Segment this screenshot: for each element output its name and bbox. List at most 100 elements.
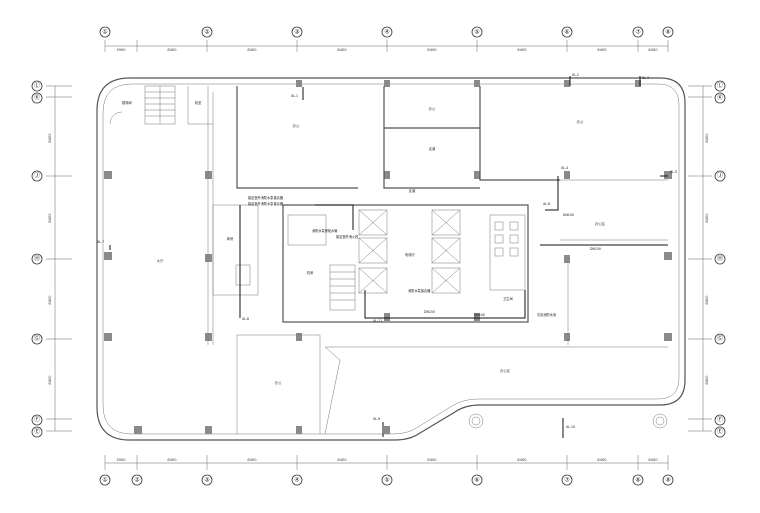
bottom-grid-axis: 3900 8400 8400 8400 8400 8400 8400 8400 … xyxy=(99,455,674,486)
grid-bubble-right-1: Ⓛ xyxy=(714,80,726,92)
grid-bubble-top-7: ⑦ xyxy=(632,26,644,38)
note-2: 接至室外消防水泵接合器 xyxy=(248,201,284,206)
circular-features xyxy=(468,413,668,429)
interior-partitions xyxy=(109,85,668,435)
grid-bubble-bottom-7: ⑦ xyxy=(561,474,573,486)
riser-label-5: XL-5 xyxy=(670,170,677,174)
svg-text:Ⓔ: Ⓔ xyxy=(717,428,723,436)
room-north-office-2: 办公 xyxy=(429,106,436,111)
svg-text:②: ② xyxy=(204,29,210,36)
grid-bubble-right-3: Ⓙ xyxy=(714,170,726,182)
dim-left-2: 8400 xyxy=(48,213,52,223)
riser-label-2: XL-2 xyxy=(572,73,579,77)
svg-text:①: ① xyxy=(102,477,107,484)
svg-text:⑤: ⑤ xyxy=(474,29,479,36)
svg-text:⑥: ⑥ xyxy=(564,29,569,36)
grid-bubble-right-2: Ⓚ xyxy=(714,92,726,104)
grid-bubble-bottom-6: ⑥ xyxy=(471,474,483,486)
grid-bubble-left-2: Ⓚ xyxy=(31,92,43,104)
building-envelope xyxy=(96,77,686,441)
room-north-office-1: 办公 xyxy=(293,123,300,128)
svg-text:②: ② xyxy=(134,477,140,484)
grid-bubble-right-4: Ⓗ xyxy=(714,253,726,265)
room-vestibule: 前室 xyxy=(195,100,202,105)
riser-label-6: XL-6 xyxy=(543,202,550,206)
grid-bubble-top-3: ③ xyxy=(291,26,303,38)
dim-top-2: 8400 xyxy=(167,48,177,52)
room-southwest-office: 办公 xyxy=(275,380,282,385)
room-corridor: 走道 xyxy=(409,188,416,193)
dim-top-6: 8400 xyxy=(517,48,527,52)
structural-columns xyxy=(104,80,672,434)
grid-bubble-bottom-8: ⑧ xyxy=(632,474,644,486)
dim-right-3: 8400 xyxy=(705,295,709,305)
dim-right-4: 8400 xyxy=(705,375,709,385)
dim-bottom-6: 8400 xyxy=(517,458,527,462)
grid-bubble-bottom-4: ④ xyxy=(291,474,303,486)
note-7: 消防水泵接合器 xyxy=(408,288,431,293)
dim-top-7: 8400 xyxy=(597,48,607,52)
grid-bubble-left-6: Ⓕ xyxy=(31,414,43,426)
grid-bubble-right-6: Ⓕ xyxy=(714,414,726,426)
room-labels: 楼梯间 前室 办公 办公 办公 走道 走道 大厅 办公区 电梯厅 机房 办公 办… xyxy=(122,100,606,385)
room-east-office: 办公区 xyxy=(595,221,606,226)
svg-text:⑧: ⑧ xyxy=(665,29,670,36)
note-3: 消防水泵房吸水管 xyxy=(312,228,338,233)
fire-water-pipes xyxy=(109,76,668,438)
dim-bottom-7: 8400 xyxy=(597,458,607,462)
note-4: 接至室外消火栓 xyxy=(336,234,359,239)
grid-bubble-top-2: ② xyxy=(201,26,213,38)
svg-text:④: ④ xyxy=(294,477,299,484)
note-8: 引自消防水池 xyxy=(537,312,557,317)
svg-text:Ⓛ: Ⓛ xyxy=(34,82,40,90)
svg-text:①: ① xyxy=(102,29,107,36)
note-5: DN100 xyxy=(563,213,574,217)
dim-right-2: 8400 xyxy=(705,213,709,223)
svg-text:⑨: ⑨ xyxy=(665,477,670,484)
grid-bubble-bottom-9: ⑨ xyxy=(662,474,674,486)
grid-bubble-bottom-3: ③ xyxy=(201,474,213,486)
svg-text:⑦: ⑦ xyxy=(564,477,570,484)
dim-bottom-4: 8400 xyxy=(337,458,347,462)
room-left-storage: 库房 xyxy=(227,236,234,241)
svg-text:Ⓔ: Ⓔ xyxy=(34,428,40,436)
riser-label-11: XL-11 xyxy=(373,319,382,323)
grid-bubble-left-4: Ⓗ xyxy=(31,253,43,265)
grid-bubble-left-1: Ⓛ xyxy=(31,80,43,92)
dim-top-1: 3900 xyxy=(116,48,126,52)
dim-bottom-3: 8400 xyxy=(247,458,257,462)
svg-text:⑦: ⑦ xyxy=(635,29,641,36)
dim-left-1: 8400 xyxy=(48,133,52,143)
note-9: DN150 xyxy=(424,310,435,314)
dim-right-1: 8400 xyxy=(705,133,709,143)
grid-bubble-right-5: Ⓖ xyxy=(714,333,726,345)
grid-bubble-right-7: Ⓔ xyxy=(714,426,726,438)
svg-text:⑥: ⑥ xyxy=(474,477,479,484)
drawing-notes: 接至室外消防水泵接合器 接至室外消防水泵接合器 消防水泵房吸水管 接至室外消火栓… xyxy=(248,195,601,317)
svg-text:Ⓙ: Ⓙ xyxy=(34,172,40,180)
svg-text:⑤: ⑤ xyxy=(384,477,389,484)
svg-text:Ⓙ: Ⓙ xyxy=(717,172,723,180)
svg-text:Ⓚ: Ⓚ xyxy=(34,94,40,102)
grid-bubble-left-3: Ⓙ xyxy=(31,170,43,182)
grid-bubble-left-5: Ⓖ xyxy=(31,333,43,345)
room-north-office-3: 办公 xyxy=(577,119,584,124)
svg-text:③: ③ xyxy=(294,29,299,36)
grid-bubble-top-8: ⑧ xyxy=(662,26,674,38)
dim-top-5: 8400 xyxy=(427,48,437,52)
svg-text:Ⓗ: Ⓗ xyxy=(717,255,723,263)
svg-text:⑧: ⑧ xyxy=(635,477,640,484)
left-grid-axis: Ⓛ Ⓚ Ⓙ Ⓗ Ⓖ Ⓕ Ⓔ 8400 8400 8400 8400 xyxy=(31,80,72,438)
right-grid-axis: Ⓛ Ⓚ Ⓙ Ⓗ Ⓖ Ⓕ Ⓔ 8400 8400 8400 8400 xyxy=(688,80,726,438)
grid-bubble-top-4: ④ xyxy=(381,26,393,38)
room-core-lobby: 电梯厅 xyxy=(405,252,416,257)
svg-text:Ⓚ: Ⓚ xyxy=(717,94,723,102)
svg-text:Ⓕ: Ⓕ xyxy=(34,416,40,424)
riser-label-3: XL-3 xyxy=(642,76,649,80)
room-south-office: 办公区 xyxy=(500,368,511,373)
riser-label-1: XL-1 xyxy=(291,94,298,98)
room-wc: 卫生间 xyxy=(503,296,514,301)
riser-labels: XL-1 XL-2 XL-3 XL-4 XL-5 XL-6 XL-7 XL-8 … xyxy=(97,73,677,429)
note-10: DN100 xyxy=(474,313,485,317)
riser-label-4: XL-4 xyxy=(561,166,568,170)
